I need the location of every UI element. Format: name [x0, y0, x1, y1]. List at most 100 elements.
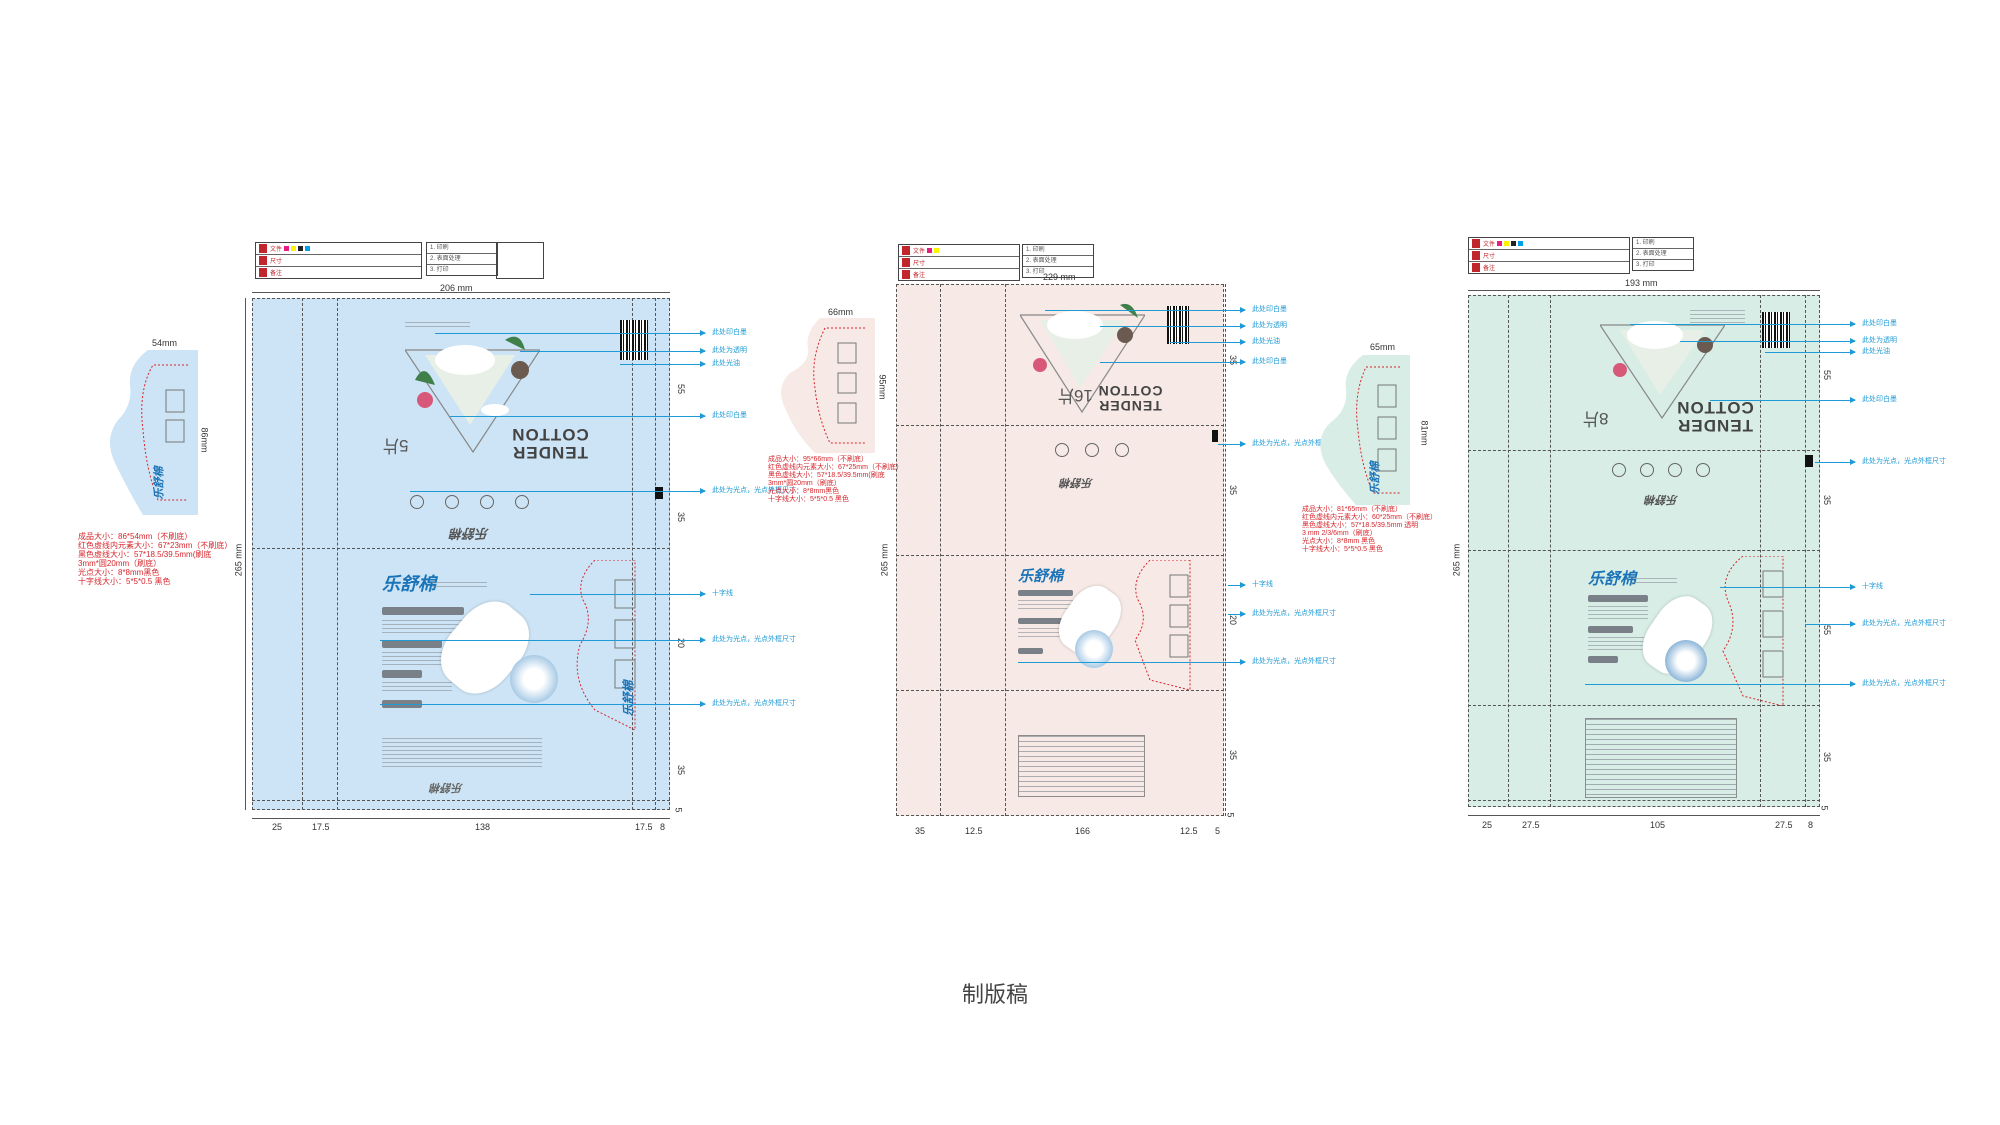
sheet3-fold-line [1508, 295, 1509, 807]
sheet1-fold-line [252, 548, 670, 549]
info-label: 文件 [270, 247, 283, 253]
sheet1-fold-line [655, 298, 656, 810]
info-row: 尺寸 [256, 255, 421, 267]
bottom-dim: 105 [1650, 820, 1666, 830]
bottom-dim: 25 [1482, 820, 1493, 830]
annotation-arrow [1100, 323, 1246, 329]
annotation-note: 十字线 [712, 590, 733, 597]
annotation-arrow [410, 488, 706, 494]
flap1-width-dim: 54mm [152, 338, 178, 348]
spec-line: 黑色虚线大小：57*18.5/39.5mm(刷底 [78, 550, 212, 559]
annotation-arrow [1045, 307, 1246, 313]
spec-line: 十字线大小：5*5*0.5 黑色 [78, 577, 171, 586]
annotation-arrow [1018, 659, 1246, 665]
annotation-arrow [435, 330, 706, 336]
sheet1-width-dim: 206 mm [440, 283, 473, 293]
sheet1-fold-line [252, 800, 670, 801]
annotation-note: 此处印白墨 [1862, 396, 1897, 403]
info-label: 备注 [913, 273, 926, 279]
sheet1-table-box [496, 242, 544, 279]
sheet1-barcode [620, 320, 648, 360]
sheet3-fold-line [1468, 800, 1820, 801]
flap1-specs: 成品大小：86*54mm（不刷底） 红色虚线内元素大小：67*23mm（不刷底）… [78, 532, 232, 586]
process-row: 2. 表面处理 [1023, 256, 1093, 267]
feature-icon [1612, 463, 1626, 477]
feature-icon [480, 495, 494, 509]
sheet3-process-table: 1. 印刷 2. 表面处理 3. 打印 [1632, 237, 1694, 271]
side-dim: 35 [1228, 749, 1239, 761]
spec-line: 十字线大小：5*5*0.5 黑色 [1302, 546, 1383, 553]
annotation-note: 此处为光点，光点外框尺寸 [712, 636, 796, 643]
spec-line: 黑色虚线大小：57*18.5/39.5mm 透明 [1302, 522, 1419, 529]
annotation-note: 此处印白墨 [1252, 358, 1287, 365]
side-dim: 5 [673, 807, 684, 813]
annotation-arrow [380, 637, 706, 643]
annotation-arrow [1815, 459, 1856, 465]
sheet3-fold-line [1468, 705, 1820, 706]
sheet1-text-block [405, 322, 470, 330]
sheet2-barcode [1167, 306, 1189, 344]
sheet1-triangle-graphic [405, 336, 540, 454]
flap3-height-dim: 81mm [1419, 420, 1430, 446]
annotation-arrow [1228, 582, 1246, 588]
feature-icon [1668, 463, 1682, 477]
feature-icon [515, 495, 529, 509]
annotation-note: 此处印白墨 [712, 329, 747, 336]
sheet1-brand-logo: 乐舒棉 [382, 574, 436, 594]
info-label: 文件 [913, 249, 926, 255]
annotation-arrow [1805, 621, 1856, 627]
process-row: 1. 印刷 [1023, 245, 1093, 256]
annotation-note: 此处为光点，光点外框尺寸 [712, 700, 796, 707]
flap2-width-dim: 66mm [828, 307, 854, 317]
annotation-note: 此处为光点，光点外框尺寸 [1862, 680, 1946, 687]
side-dim: 35 [676, 511, 687, 523]
flap3-shape [1320, 355, 1410, 505]
sheet2-pad-detail [1075, 630, 1113, 668]
sheet1-flap-brand: 乐舒棉 [621, 680, 636, 717]
sheet1-brand-rotated: 乐舒棉 [450, 526, 490, 541]
sheet3-feature-pill [1588, 595, 1648, 602]
annotation-arrow [1100, 359, 1246, 365]
spec-line: 红色虚线内元素大小：67*25mm（不刷底） [768, 464, 903, 471]
sheet3-triangle-graphic [1600, 321, 1725, 420]
sheet1-feature-pill [382, 607, 464, 615]
page-caption: 制版稿 [961, 982, 1028, 1007]
bottom-dim: 27.5 [1522, 820, 1540, 830]
sheet3-text-block [1588, 606, 1648, 620]
sheet3-brand-rotated: 乐舒棉 [1645, 493, 1678, 505]
spec-line: 光点大小：8*8mm 黑色 [1302, 538, 1376, 545]
side-dim: 35 [676, 764, 687, 776]
info-label: 尺寸 [270, 259, 283, 265]
flap3-specs: 成品大小：81*65mm（不刷底） 红色虚线内元素大小：60*25mm（不刷底）… [1302, 506, 1437, 554]
sheet2-count-label: 16片 [1057, 386, 1093, 405]
info-row: 尺寸 [1469, 250, 1629, 262]
process-row: 3. 打印 [1026, 269, 1045, 275]
sheet1-tender-text: TENDER COTTON [505, 425, 595, 462]
annotation-note: 此处为透明 [712, 347, 747, 354]
annotation-note: 此处为光点，光点外框尺寸 [1252, 440, 1336, 447]
sheet1-text-block [382, 735, 542, 767]
side-dim: 35 [1822, 494, 1833, 506]
flap1-brand: 乐舒棉 [153, 466, 166, 500]
sheet3-fold-line [1805, 295, 1806, 807]
side-dim: 20 [1228, 614, 1239, 626]
sheet2-fold-line [940, 284, 941, 816]
tender-line: COTTON [511, 425, 589, 444]
sheet3-text-block [1690, 310, 1745, 324]
annotation-note: 此处印白墨 [1252, 306, 1287, 313]
process-row: 3. 打印 [1636, 262, 1655, 268]
feature-icon [1696, 463, 1710, 477]
spec-line: 成品大小：81*65mm（不刷底） [1302, 506, 1402, 513]
sheet1-width-dimline [252, 292, 670, 293]
flap3-brand: 乐舒棉 [1369, 461, 1382, 495]
sheet2-tender-text: TENDER COTTON [1090, 383, 1170, 414]
annotation-arrow [1710, 397, 1856, 403]
sheet3-fold-line [1550, 295, 1551, 807]
sheet1-text-block [382, 620, 462, 634]
process-row: 2. 表面处理 [1633, 249, 1693, 260]
sheet3-pad-detail [1665, 640, 1707, 682]
sheet1-light-spot [655, 487, 663, 499]
sheet2-info-table: 文件 尺寸 备注 [898, 244, 1020, 281]
sheet2-back-textbox [1018, 735, 1145, 797]
sheet3-width-dimline [1468, 290, 1820, 291]
